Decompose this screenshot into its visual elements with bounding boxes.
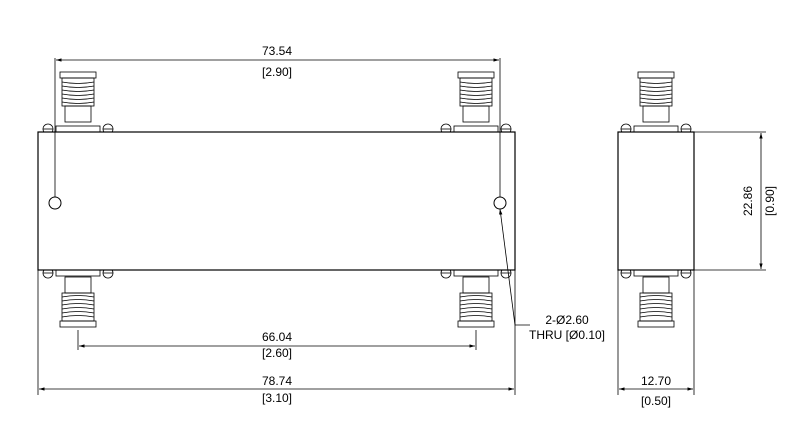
dim-height-in: [0.90] [763,186,777,216]
side-housing-body [617,131,695,271]
side-connector-bottom [637,276,675,328]
housing-body [37,131,516,271]
dim-bottom-inner-mm: 66.04 [262,330,292,344]
hole-note-line2: THRU [Ø0.10] [529,328,605,342]
dim-height-mm: 22.86 [741,186,755,216]
dim-overall-length-in: [3.10] [262,391,292,405]
front-view: 73.54 [2.90] 66.04 [2.60] 78.74 [3.10] 2… [37,44,605,405]
connector-top-left [59,71,97,123]
dim-top-width-in: [2.90] [262,65,292,79]
connector-bottom-left [59,276,97,328]
connector-top-right [457,71,495,123]
side-view: 22.86 [0.90] 12.70 [0.50] [617,71,777,408]
dim-side-width-in: [0.50] [641,394,671,408]
dim-side-width-mm: 12.70 [641,374,671,388]
dim-bottom-inner-in: [2.60] [262,346,292,360]
hole-leader [499,208,530,326]
dim-overall-length-mm: 78.74 [262,374,292,388]
dim-top-width-mm: 73.54 [262,44,292,58]
side-connector-top [637,71,675,123]
connector-bottom-right [457,276,495,328]
hole-note-line1: 2-Ø2.60 [545,313,589,327]
